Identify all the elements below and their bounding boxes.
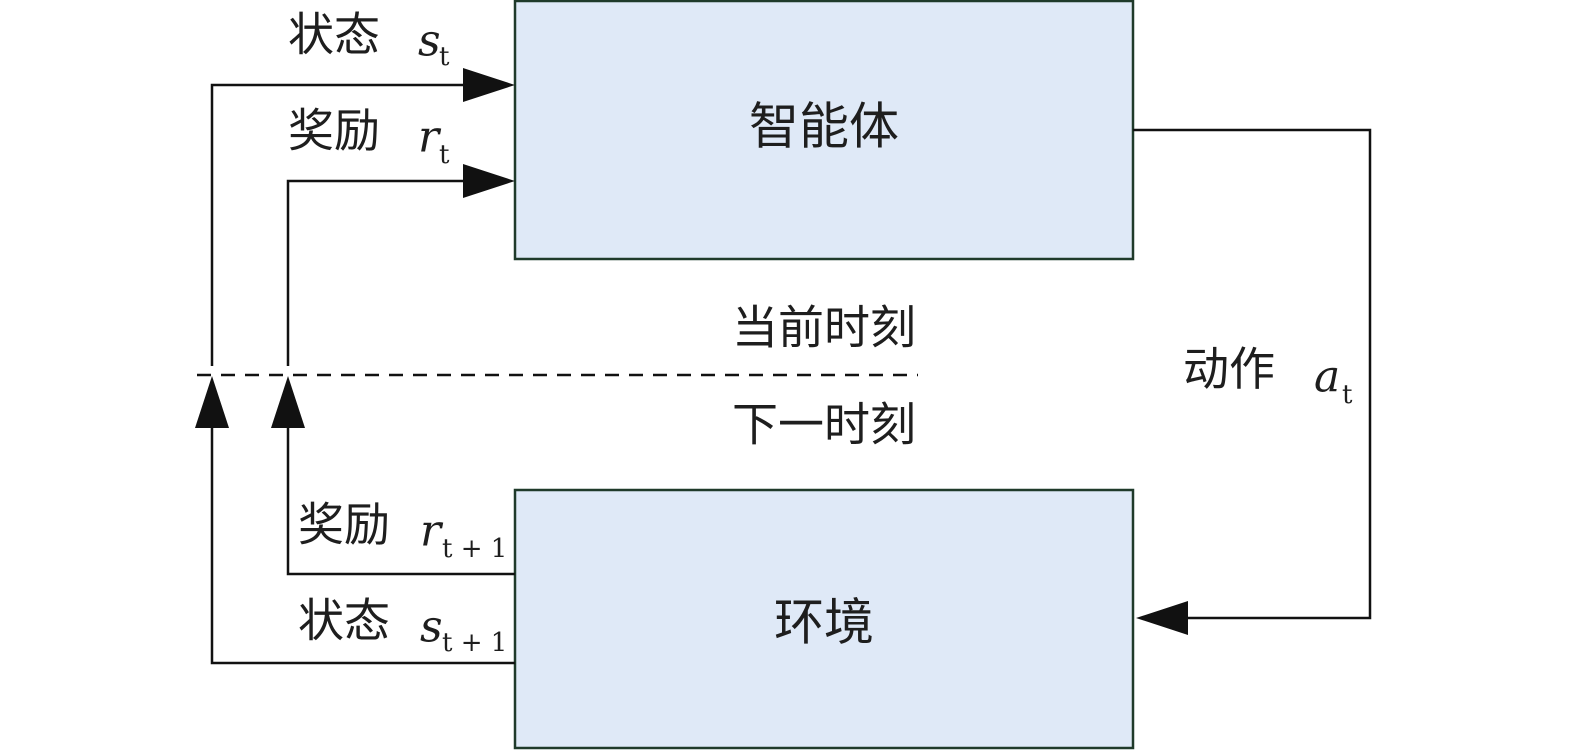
state-arrowhead-lower [195, 376, 229, 428]
state-next-subscript: t + 1 [442, 628, 507, 658]
action-label: 动作 [1183, 342, 1275, 396]
reward-next-subscript: t + 1 [442, 534, 507, 564]
state-next-word: 状态 [298, 594, 390, 648]
agent-box [513, 0, 1135, 261]
state-current-word: 状态 [288, 8, 380, 62]
environment-box [513, 488, 1135, 750]
environment-label: 环境 [774, 594, 874, 652]
state-current-subscript: t [439, 42, 450, 72]
reward-next-word: 奖励 [298, 498, 390, 552]
action-word: 动作 [1183, 342, 1275, 396]
action-symbol: a [1314, 352, 1340, 403]
state-arrow-line-upper [210, 83, 467, 366]
reward-current-word: 奖励 [288, 104, 380, 158]
reward-current-subscript: t [439, 140, 450, 170]
state-arrowhead-upper [463, 68, 515, 102]
action-subscript: t [1342, 380, 1353, 410]
state-arrow-line [210, 425, 515, 665]
reward-next-symbol: r [420, 506, 444, 557]
current-time-label: 当前时刻 [732, 301, 916, 355]
action-arrowhead [1136, 601, 1188, 635]
agent-label: 智能体 [749, 98, 899, 156]
state-current-symbol: s [418, 16, 441, 67]
reward-arrow-line-upper [286, 179, 467, 366]
next-time-label: 下一时刻 [732, 398, 916, 452]
reward-arrowhead-lower [271, 376, 305, 428]
state-next-symbol: s [420, 602, 443, 653]
reward-arrow-line [286, 425, 515, 576]
action-arrow-line [1133, 128, 1372, 620]
reward-arrowhead-upper [463, 164, 515, 198]
reward-current-symbol: r [418, 112, 442, 163]
